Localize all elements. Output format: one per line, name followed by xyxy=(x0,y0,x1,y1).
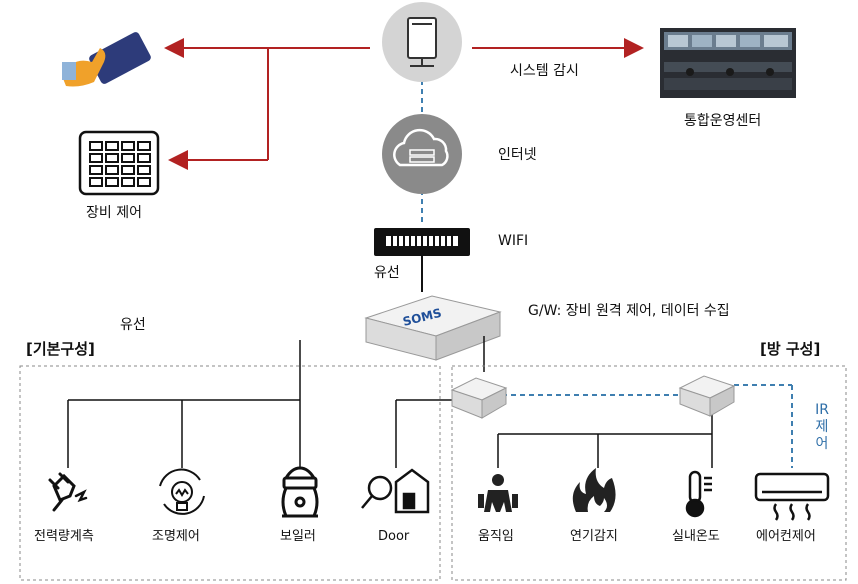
system-monitor-label: 시스템 감시 xyxy=(510,63,579,79)
control-center-label: 통합운영센터 xyxy=(684,113,762,129)
gateway-label: G/W: 장비 원격 제어, 데이터 수집 xyxy=(528,303,730,319)
internet-label: 인터넷 xyxy=(498,147,537,163)
motion-people-icon xyxy=(478,474,518,512)
device-label-aircon: 에어컨제어 xyxy=(756,529,816,544)
device-label-door: Door xyxy=(378,529,410,544)
room-config-box xyxy=(451,365,847,581)
ir-control-line-3: 어 xyxy=(815,436,829,452)
room-sensor-right xyxy=(678,375,736,417)
wired-tree xyxy=(67,336,713,468)
basic-config-box xyxy=(19,365,441,581)
wired-top-label: 유선 xyxy=(374,265,400,281)
control-center-photo xyxy=(660,28,796,98)
device-label-smoke: 연기감지 xyxy=(570,529,618,544)
equipment-control-label: 장비 제어 xyxy=(86,205,142,221)
thermometer-icon xyxy=(685,470,712,518)
ir-control-line-2: 제 xyxy=(815,419,829,435)
basic-config-heading: [기본구성] xyxy=(26,340,95,358)
fire-icon xyxy=(572,468,616,512)
air-conditioner-icon xyxy=(754,472,830,521)
door-magnifier-icon xyxy=(361,468,430,514)
room-sensor-left xyxy=(450,377,508,419)
hand-tablet-icon xyxy=(62,32,151,87)
router-icon xyxy=(374,228,470,256)
device-label-temperature: 실내온도 xyxy=(672,529,720,544)
wired-left-label: 유선 xyxy=(120,317,146,333)
cloud-server-icon xyxy=(382,114,462,194)
ir-control-line-1: IR xyxy=(815,402,829,418)
device-label-motion: 움직임 xyxy=(478,529,514,544)
room-config-heading: [방 구성] xyxy=(760,340,821,358)
computer-icon xyxy=(382,2,462,82)
power-plug-icon xyxy=(48,472,88,512)
device-label-power: 전력량계측 xyxy=(34,529,94,544)
keypad-icon xyxy=(78,130,160,196)
wifi-label: WIFI xyxy=(498,233,529,249)
ir-control-label: IR 제 어 xyxy=(812,402,832,453)
boiler-icon xyxy=(281,466,319,518)
gateway-device: SOMS xyxy=(364,295,502,361)
device-label-boiler: 보일러 xyxy=(280,529,316,544)
device-label-lighting: 조명제어 xyxy=(152,529,200,544)
light-bulb-icon xyxy=(159,468,205,515)
red-arrows xyxy=(164,38,644,170)
network-links xyxy=(421,80,793,468)
